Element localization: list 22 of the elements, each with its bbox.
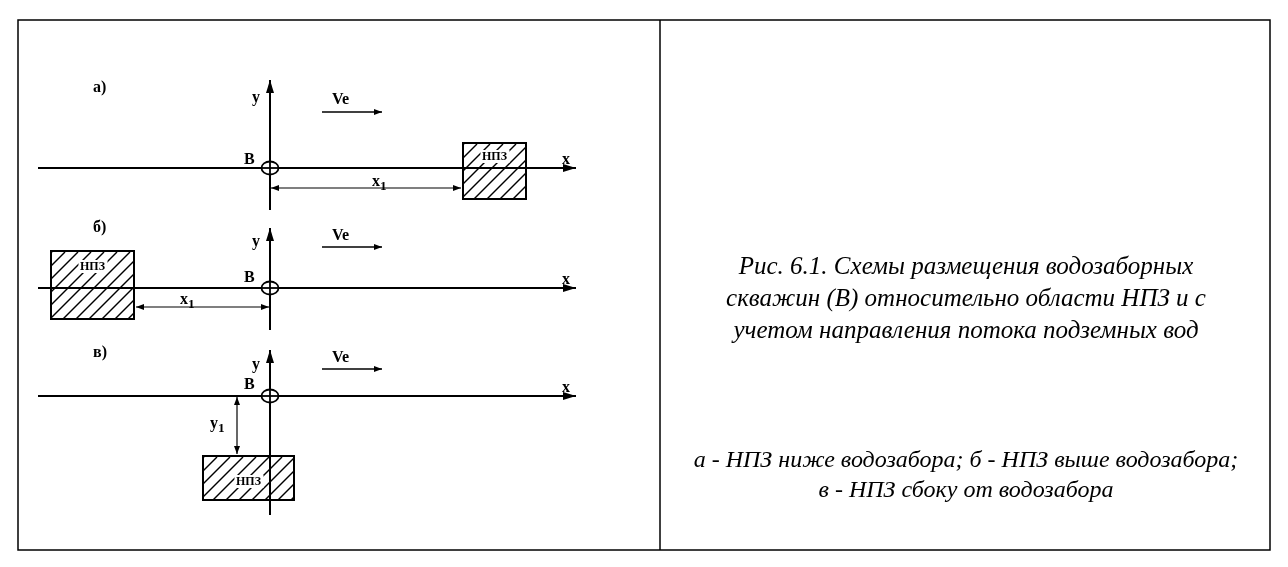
dimension-label: x$_{1}$ bbox=[180, 290, 195, 314]
velocity-label: Ve bbox=[332, 90, 350, 108]
well-label: В bbox=[244, 375, 255, 393]
axis-label: y bbox=[252, 232, 260, 250]
well-label: В bbox=[244, 150, 255, 168]
panel-label: а) bbox=[93, 78, 107, 96]
axis-label: x bbox=[562, 270, 570, 288]
axis-label: y bbox=[252, 88, 260, 106]
zone-label: НПЗ bbox=[234, 475, 263, 488]
axis-label: x bbox=[562, 378, 570, 396]
velocity-label: Ve bbox=[332, 226, 350, 244]
axis-label: y bbox=[252, 355, 260, 373]
dimension-label: x$_{1}$ bbox=[372, 172, 387, 196]
velocity-label: Ve bbox=[332, 348, 350, 366]
figure-caption: Рис. 6.1. Схемы размещения водозаборных скважин (В) относительно области НПЗ и с учетом направления потока подземных вод bbox=[725, 251, 1207, 345]
caption-note: а - НПЗ ниже водозабора; б - НПЗ выше водозабора; в - НПЗ сбоку от водозабора bbox=[692, 445, 1240, 504]
well-label: В bbox=[244, 268, 255, 286]
panel-label: в) bbox=[93, 343, 107, 361]
dimension-label: y$_{1}$ bbox=[210, 414, 225, 438]
zone-label: НПЗ bbox=[78, 260, 107, 273]
zone-label: НПЗ bbox=[480, 150, 509, 163]
axis-label: x bbox=[562, 150, 570, 168]
